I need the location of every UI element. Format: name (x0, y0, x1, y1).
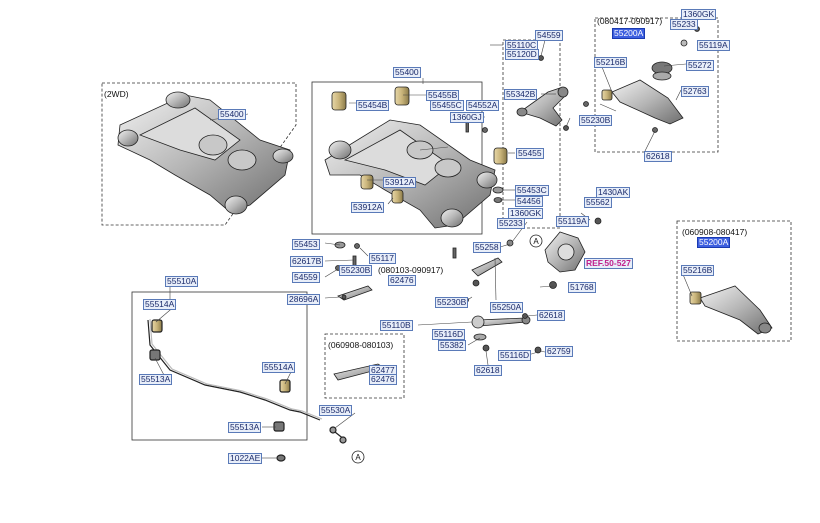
part-label-1360gk-middle[interactable]: 1360GK (508, 208, 544, 219)
part-label-55510a[interactable]: 55510A (165, 276, 199, 287)
part-label-55513a-left[interactable]: 55513A (139, 374, 173, 385)
range-060908-080417-caption: (060908-080417) (682, 227, 748, 237)
part-label-55400-2wd[interactable]: 55400 (218, 109, 246, 120)
part-label-62617b[interactable]: 62617B (290, 256, 324, 267)
trailing-arm-drawing (601, 26, 700, 125)
part-label-55200a-variant[interactable]: 55200A (697, 237, 731, 248)
part-label-53912a-lower[interactable]: 53912A (351, 202, 385, 213)
part-label-55233-top[interactable]: 55233 (670, 19, 698, 30)
range-080103-090917-caption: (080103-090917) (378, 265, 444, 275)
part-label-55514a-left[interactable]: 55514A (143, 299, 177, 310)
part-label-62618-bottom[interactable]: 62618 (474, 365, 502, 376)
part-label-1360gj[interactable]: 1360GJ (450, 112, 484, 123)
part-label-51768[interactable]: 51768 (568, 282, 596, 293)
part-label-55454b[interactable]: 55454B (356, 100, 390, 111)
marker-a-top-text: A (533, 237, 539, 246)
stabilizer-bar-drawing (147, 318, 347, 462)
part-label-55233-middle[interactable]: 55233 (497, 218, 525, 229)
marker-a-bottom: A (351, 450, 365, 464)
part-label-55272[interactable]: 55272 (686, 60, 714, 71)
part-label-55453[interactable]: 55453 (292, 239, 320, 250)
part-label-55119a-middle[interactable]: 55119A (556, 216, 589, 227)
leader-lines (154, 39, 693, 459)
part-label-62476-upper[interactable]: 62476 (388, 275, 416, 286)
part-label-54552a[interactable]: 54552A (466, 100, 500, 111)
range-080417-090917-caption: (080417-090917) (597, 16, 663, 26)
part-label-55455[interactable]: 55455 (516, 148, 544, 159)
part-label-55200a-top[interactable]: 55200A (612, 28, 646, 39)
part-label-55230b-middle[interactable]: 55230B (435, 297, 469, 308)
variant-box-060908-080417 (676, 220, 792, 342)
part-label-55116d-upper[interactable]: 55116D (432, 329, 466, 340)
part-label-55216b-top[interactable]: 55216B (594, 57, 628, 68)
upper-arm-drawing (516, 55, 569, 131)
part-label-62476-lower[interactable]: 62476 (369, 374, 397, 385)
part-label-55116d-lower[interactable]: 55116D (498, 350, 532, 361)
part-label-55562[interactable]: 55562 (584, 197, 612, 208)
part-label-62759[interactable]: 62759 (545, 346, 573, 357)
variant-lower-arm-drawing (689, 285, 773, 335)
part-label-55400[interactable]: 55400 (393, 67, 421, 78)
part-label-54559-left[interactable]: 54559 (292, 272, 320, 283)
part-label-52763[interactable]: 52763 (681, 86, 709, 97)
part-label-54559-upper[interactable]: 54559 (535, 30, 563, 41)
part-label-55110b[interactable]: 55110B (380, 320, 413, 331)
part-label-55216b-variant[interactable]: 55216B (681, 265, 715, 276)
reference-label-50-527[interactable]: REF.50-527 (584, 258, 633, 269)
2wd-subframe-drawing (117, 91, 294, 215)
part-label-55453c[interactable]: 55453C (515, 185, 549, 196)
part-label-55258[interactable]: 55258 (473, 242, 501, 253)
part-label-1022ae[interactable]: 1022AE (228, 453, 263, 464)
part-label-53912a-upper[interactable]: 53912A (383, 177, 417, 188)
lower-arm-drawing (471, 239, 542, 354)
part-label-54456[interactable]: 54456 (515, 196, 543, 207)
part-label-1430ak[interactable]: 1430AK (596, 187, 631, 198)
stabilizer-box (131, 291, 308, 441)
marker-a-top: A (529, 234, 543, 248)
part-label-55455c[interactable]: 55455C (430, 100, 464, 111)
part-label-55382[interactable]: 55382 (438, 340, 466, 351)
part-label-62618-right[interactable]: 62618 (537, 310, 565, 321)
trailing-arm-box (594, 17, 719, 153)
part-label-55120d[interactable]: 55120D (505, 49, 539, 60)
part-label-28696a[interactable]: 28696A (287, 294, 321, 305)
part-label-55342b[interactable]: 55342B (504, 89, 538, 100)
part-label-55514a-right[interactable]: 55514A (262, 362, 296, 373)
part-label-62618-top[interactable]: 62618 (644, 151, 672, 162)
knuckle-drawing (544, 217, 602, 289)
part-label-55513a-right[interactable]: 55513A (228, 422, 262, 433)
main-subframe-drawing (324, 86, 508, 249)
part-label-55230b-upper-arm[interactable]: 55230B (579, 115, 613, 126)
variant-box-060908-080103 (324, 333, 405, 399)
range-060908-080103-caption: (060908-080103) (328, 340, 394, 350)
part-label-55530a[interactable]: 55530A (319, 405, 353, 416)
variant-2wd-caption: (2WD) (104, 89, 129, 99)
part-label-55119a-top[interactable]: 55119A (697, 40, 730, 51)
part-label-55230b-left[interactable]: 55230B (339, 265, 373, 276)
part-label-55117[interactable]: 55117 (369, 253, 397, 264)
main-subframe-box (311, 81, 483, 235)
marker-a-bottom-text: A (355, 453, 361, 462)
part-label-55250a[interactable]: 55250A (490, 302, 524, 313)
part-label-1360gk-top[interactable]: 1360GK (681, 9, 717, 20)
